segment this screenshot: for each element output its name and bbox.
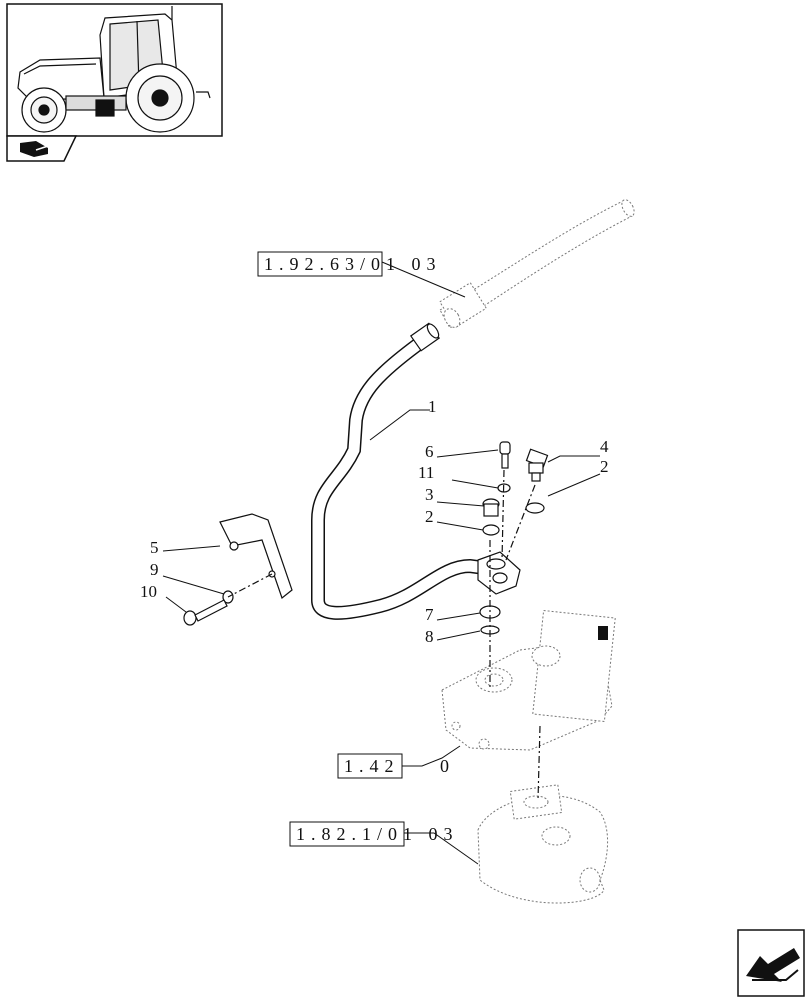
transmission-housing [477, 784, 609, 904]
callout-3: 3 [425, 485, 434, 504]
seal-2a [482, 524, 500, 536]
bracket-5 [219, 513, 293, 600]
banjo-fitting [477, 551, 521, 595]
callout-5: 5 [150, 538, 159, 557]
ref-label-c: 1.82.1/01 03 [296, 824, 459, 844]
ref-box-a[interactable]: 1.92.63/01 03 [257, 251, 442, 277]
callout-9: 9 [150, 560, 159, 579]
callouts: 1 6 11 3 2 4 2 5 9 10 7 8 [140, 397, 609, 646]
callout-10: 10 [140, 582, 157, 601]
book-index-icon [20, 141, 49, 157]
callout-8: 8 [425, 627, 434, 646]
callout-4: 4 [600, 437, 609, 456]
assembly-axes [227, 469, 541, 801]
pressure-switch-4 [525, 448, 549, 482]
hydraulic-pump [441, 609, 616, 751]
ref-label-b: 1.42 [344, 756, 400, 776]
bolt-10 [183, 599, 228, 626]
seal-2b [525, 502, 545, 514]
bolt-6 [499, 441, 511, 469]
callout-2a: 2 [425, 507, 434, 526]
return-hose [439, 199, 635, 329]
ref-box-b[interactable]: 1.42 0 [337, 753, 455, 779]
tractor-cab-icon [17, 6, 211, 133]
callout-2b: 2 [600, 457, 609, 476]
plug-3 [482, 498, 500, 517]
leader-lines [162, 261, 601, 865]
callout-6: 6 [425, 442, 434, 461]
previous-page-arrow-icon[interactable] [737, 929, 805, 997]
callout-11: 11 [418, 463, 434, 482]
callout-1: 1 [428, 397, 437, 416]
callout-7: 7 [425, 605, 434, 624]
ref-label-a: 1.92.63/01 03 [264, 254, 442, 274]
thumbnail-panel[interactable] [6, 3, 223, 162]
ref-suffix-b: 0 [440, 756, 455, 776]
hydraulic-pipe [311, 322, 492, 620]
ref-box-c[interactable]: 1.82.1/01 03 [289, 821, 459, 847]
